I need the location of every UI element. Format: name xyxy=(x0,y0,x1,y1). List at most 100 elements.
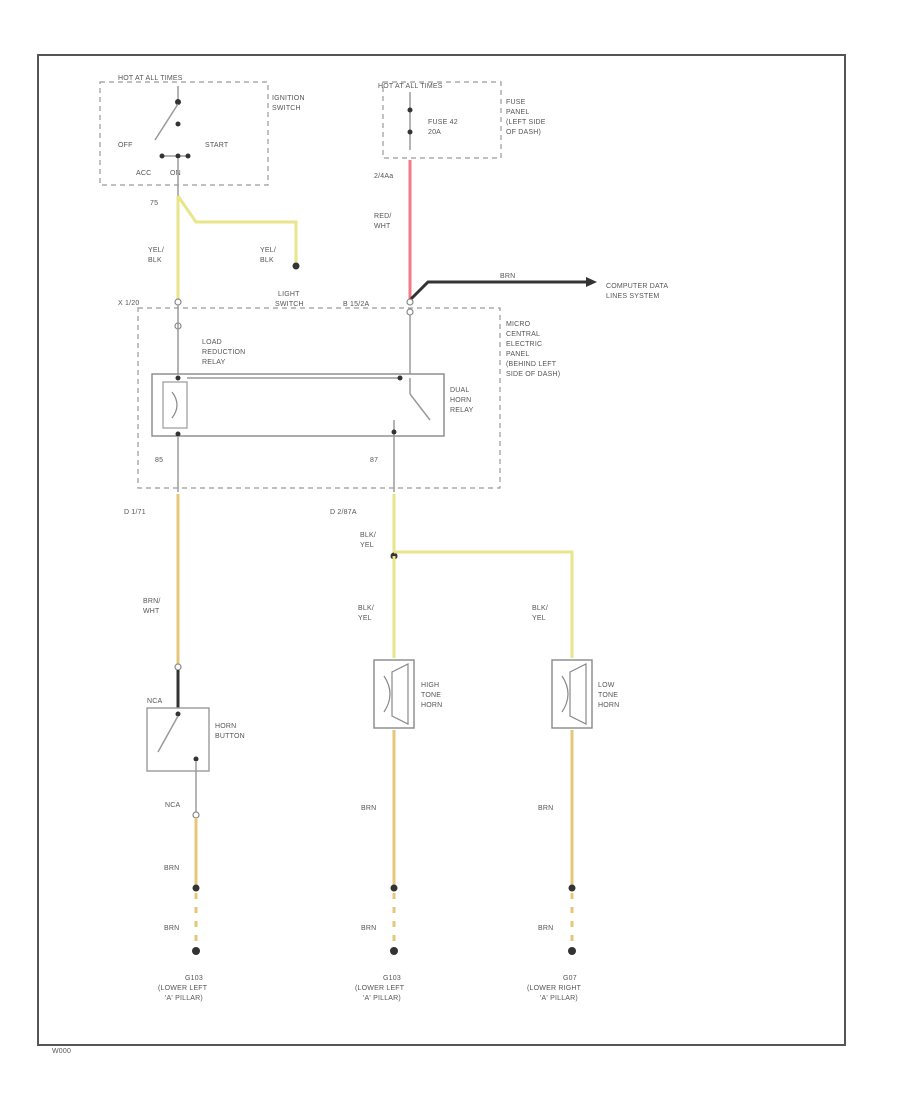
low-tone-horn: LOW TONE HORN xyxy=(551,659,619,729)
horn-button-box xyxy=(146,707,210,772)
ignition-contact-acc xyxy=(159,153,165,159)
light-switch-label-1: LIGHT xyxy=(278,291,300,298)
arrow-computer-data xyxy=(586,277,597,287)
ignition-contact-start xyxy=(185,153,191,159)
wire-label-yel-blk2-1: YEL/ xyxy=(260,247,276,254)
low-horn-bell xyxy=(569,663,587,725)
horn-button-blade xyxy=(157,715,179,753)
load-relay-label-1: LOAD xyxy=(202,339,222,346)
ground-left xyxy=(192,947,200,955)
wire-label-blk-yel-1: BLK/ xyxy=(360,532,376,539)
fuse-panel-name-4: OF DASH) xyxy=(506,129,541,136)
horn-relay-label-1: DUAL xyxy=(450,387,469,394)
ground-left-loc-1: (LOWER LEFT xyxy=(158,985,208,992)
footer-code: W000 xyxy=(52,1048,71,1055)
horn-button-contact-bottom xyxy=(193,756,199,762)
fuse-label-1: FUSE 42 xyxy=(428,119,458,126)
splice-brn-right xyxy=(568,884,576,892)
low-horn-label-3: HORN xyxy=(598,702,619,709)
high-horn-label-3: HORN xyxy=(421,702,442,709)
horn-button: NCA HORN BUTTON NCA xyxy=(146,663,245,819)
fuse-panel-name-1: FUSE xyxy=(506,99,526,106)
fuse-panel-name-3: (LEFT SIDE xyxy=(506,119,546,126)
ground-right-loc-1: (LOWER RIGHT xyxy=(527,985,582,992)
ignition-contact-top xyxy=(175,99,181,105)
low-horn-label-1: LOW xyxy=(598,682,615,689)
relay-coil-symbol xyxy=(171,391,178,419)
fuse-panel: HOT AT ALL TIMES FUSE 42 20A FUSE PANEL … xyxy=(378,81,546,159)
terminal-left-out-label: D 1/71 xyxy=(124,509,146,516)
wire-label-red-wht-2: WHT xyxy=(374,223,391,230)
wire-label-brn-left-1: BRN xyxy=(164,865,179,872)
relay-contact-arm xyxy=(409,393,431,421)
splice-brn-mid xyxy=(390,884,398,892)
ignition-terminal-label: 75 xyxy=(150,200,158,207)
wire-label-yel-blk2-2: BLK xyxy=(260,257,274,264)
ignition-contact-on xyxy=(175,153,181,159)
wire-label-brn-wht-2: WHT xyxy=(143,608,160,615)
horn-button-name-2: BUTTON xyxy=(215,733,245,740)
ground-mid-id: G103 xyxy=(383,975,401,982)
ground-left-id: G103 xyxy=(185,975,203,982)
wire-label-blk-yel-hi-1: BLK/ xyxy=(358,605,374,612)
relay-pin-contact xyxy=(391,429,397,435)
splice-yel-blk xyxy=(292,262,300,270)
high-horn-label-2: TONE xyxy=(421,692,441,699)
ground-mid-loc-1: (LOWER LEFT xyxy=(355,985,405,992)
terminal-left-top xyxy=(174,298,182,306)
ignition-on-label: ON xyxy=(170,170,181,177)
wire-computer-data xyxy=(408,280,586,302)
ground-right-loc-2: 'A' PILLAR) xyxy=(540,995,578,1002)
wire-label-red-wht-1: RED/ xyxy=(374,213,392,220)
relay-pin-right-top xyxy=(397,375,403,381)
horn-relay-label-2: HORN xyxy=(450,397,471,404)
load-relay-label-3: RELAY xyxy=(202,359,226,366)
terminal-right-top2 xyxy=(406,308,414,316)
relay-body xyxy=(151,373,445,437)
wire-label-blk-yel-lo-1: BLK/ xyxy=(532,605,548,612)
relay-coil xyxy=(162,381,188,429)
horn-relay-label-3: RELAY xyxy=(450,407,474,414)
panel-connector-left: X 1/20 xyxy=(118,300,139,307)
ignition-acc-label: ACC xyxy=(136,170,151,177)
wire-blk-yel-low xyxy=(394,550,574,658)
ignition-contact-mid xyxy=(175,121,181,127)
load-relay-label-2: REDUCTION xyxy=(202,349,245,356)
computer-data-label-1: COMPUTER DATA xyxy=(606,283,668,290)
ground-right-id: G07 xyxy=(563,975,577,982)
panel-name-6: SIDE OF DASH) xyxy=(506,371,560,378)
terminal-right-out-label: D 2/87A xyxy=(330,509,357,516)
wire-label-brn-right-2: BRN xyxy=(538,925,553,932)
wire-label-brn-wht-1: BRN/ xyxy=(143,598,161,605)
wire-label-brn-mid-1: BRN xyxy=(361,805,376,812)
high-horn-bell xyxy=(391,663,409,725)
ignition-switch-name-1: IGNITION xyxy=(272,95,305,102)
horn-button-connector-bottom xyxy=(192,811,200,819)
wire-label-brn-left-2: BRN xyxy=(164,925,179,932)
wire-label-blk-yel-lo-2: YEL xyxy=(532,615,546,622)
panel-name-3: ELECTRIC xyxy=(506,341,542,348)
fuse-label-2: 20A xyxy=(428,129,441,136)
fuse-contact-top xyxy=(407,107,413,113)
light-switch-label-2: SWITCH xyxy=(275,301,304,308)
ignition-switch-box xyxy=(99,81,269,186)
low-horn-cone xyxy=(561,675,569,713)
ignition-switch-blade xyxy=(154,103,179,141)
horn-button-conn-top-label: NCA xyxy=(147,698,163,705)
horn-button-contact-top xyxy=(175,711,181,717)
panel-name-1: MICRO xyxy=(506,321,531,328)
fuse-source-label: HOT AT ALL TIMES xyxy=(378,83,443,90)
wire-label-computer: BRN xyxy=(500,273,515,280)
ground-right xyxy=(568,947,576,955)
wire-code-red-wht: 2/4Aa xyxy=(374,173,393,180)
wire-label-yel-blk-1: YEL/ xyxy=(148,247,164,254)
wire-label-yel-blk-2: BLK xyxy=(148,257,162,264)
ground-mid-loc-2: 'A' PILLAR) xyxy=(363,995,401,1002)
central-panel-box xyxy=(137,307,501,489)
diagram-frame xyxy=(37,54,846,1046)
ignition-switch: HOT AT ALL TIMES IGNITION SWITCH OFF STA… xyxy=(99,75,305,207)
high-tone-horn: HIGH TONE HORN xyxy=(373,659,442,729)
panel-connector-right: B 15/2A xyxy=(343,301,369,308)
panel-name-2: CENTRAL xyxy=(506,331,540,338)
